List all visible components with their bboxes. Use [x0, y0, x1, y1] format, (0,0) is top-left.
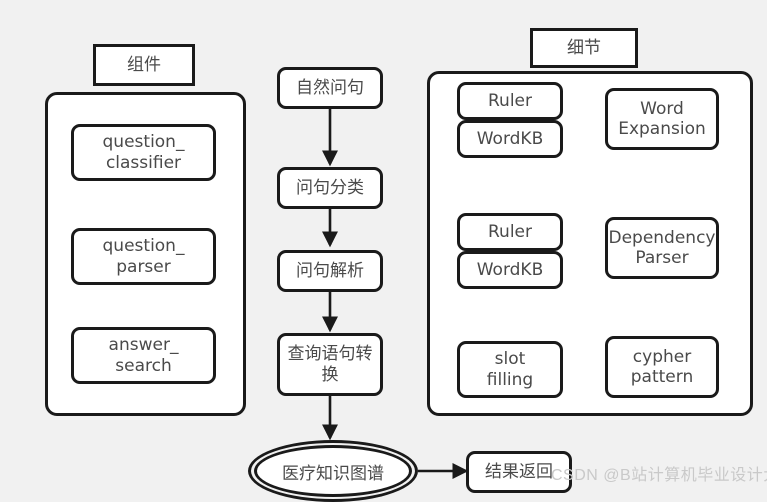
detail-box-ruler-2[interactable]: Ruler [457, 213, 563, 251]
knowledge-graph-node[interactable]: 医疗知识图谱 [248, 440, 418, 502]
details-header: 细节 [530, 28, 638, 68]
components-header: 组件 [93, 44, 195, 86]
detail-box-dependency-parser[interactable]: Dependency Parser [605, 217, 719, 279]
flow-step-question-classification[interactable]: 问句分类 [277, 167, 383, 209]
flow-step-question-parsing[interactable]: 问句解析 [277, 250, 383, 292]
flow-step-query-conversion[interactable]: 查询语句转 换 [277, 333, 383, 396]
detail-box-slot-filling[interactable]: slot filling [457, 341, 563, 398]
detail-box-cypher-pattern[interactable]: cypher pattern [605, 336, 719, 398]
knowledge-graph-inner-ring [254, 445, 412, 497]
detail-box-wordkb-2[interactable]: WordKB [457, 251, 563, 289]
flow-step-natural-question[interactable]: 自然问句 [277, 67, 383, 109]
detail-box-ruler-1[interactable]: Ruler [457, 82, 563, 120]
detail-box-word-expansion[interactable]: Word Expansion [605, 88, 719, 150]
component-box-question-classifier[interactable]: question_ classifier [71, 124, 216, 181]
knowledge-graph-label: 医疗知识图谱 [282, 463, 384, 484]
detail-box-wordkb-1[interactable]: WordKB [457, 120, 563, 158]
component-box-question-parser[interactable]: question_ parser [71, 228, 216, 285]
watermark-text: CSDN @B站计算机毕业设计大学 [551, 467, 767, 484]
component-box-answer-search[interactable]: answer_ search [71, 327, 216, 384]
